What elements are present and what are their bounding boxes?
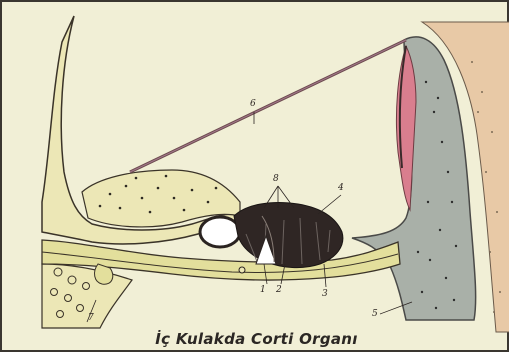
label-2: 2 xyxy=(276,286,282,295)
hair-cell-cluster xyxy=(234,203,343,268)
label-7: 7 xyxy=(88,314,94,323)
label-1: 1 xyxy=(260,286,266,295)
figure-caption: İç Kulakda Corti Organı xyxy=(2,330,509,348)
osseous-spiral-lamina xyxy=(42,264,132,328)
label-3: 3 xyxy=(322,290,328,299)
label-5: 5 xyxy=(372,310,378,319)
inner-spiral-sulcus xyxy=(200,217,240,247)
label-4: 4 xyxy=(338,184,344,193)
label-8: 8 xyxy=(273,175,279,184)
label-6: 6 xyxy=(250,100,256,109)
